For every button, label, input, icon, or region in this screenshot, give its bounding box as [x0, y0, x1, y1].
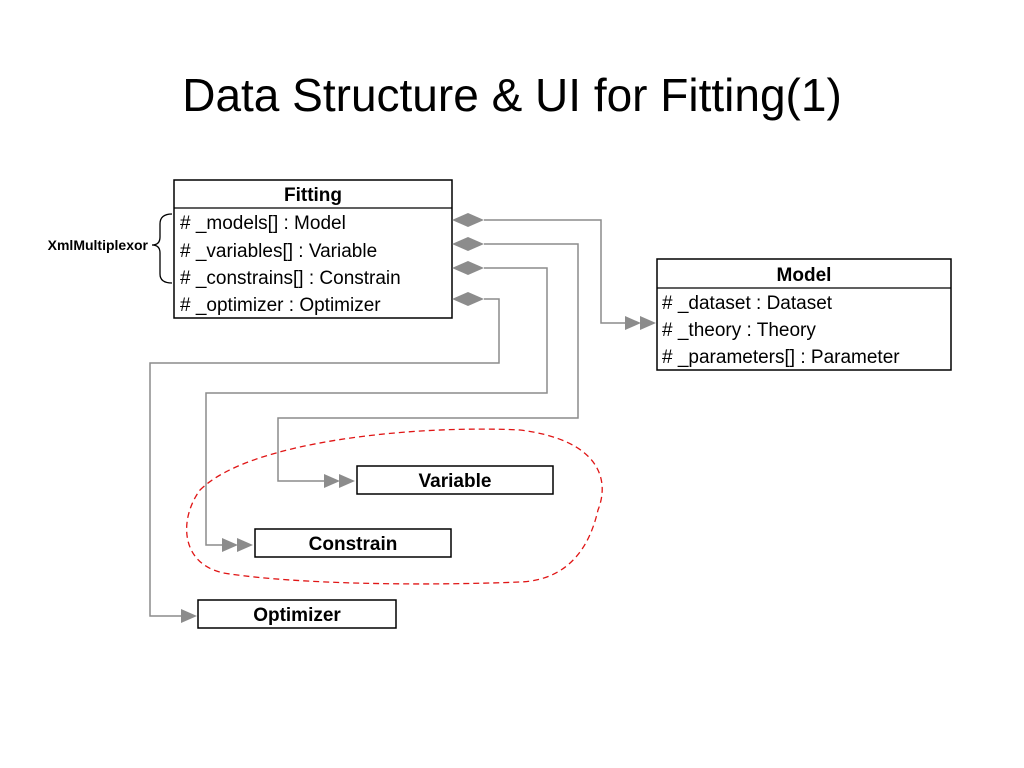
model-attr-dataset: # _dataset : Dataset: [662, 293, 833, 314]
variable-class-name: Variable: [419, 471, 492, 492]
fitting-class-name: Fitting: [284, 185, 342, 206]
optimizer-class-name: Optimizer: [253, 605, 341, 626]
variable-class-box: Variable: [356, 465, 554, 495]
constrain-double-arrow-icon: [222, 538, 253, 552]
variable-double-arrow-icon: [324, 474, 355, 488]
xml-multiplexor-label: XmlMultiplexor: [48, 237, 149, 253]
fitting-attr-variables: # _variables[] : Variable: [180, 241, 377, 262]
fitting-attr-models: # _models[] : Model: [180, 213, 346, 234]
optimizer-diamond-icon: [452, 292, 484, 306]
optimizer-arrow-icon: [181, 609, 197, 623]
model-class-name: Model: [777, 265, 832, 286]
constrain-class-name: Constrain: [309, 534, 398, 555]
brace-icon: [151, 213, 173, 284]
constrains-diamond-icon: [452, 261, 484, 275]
fitting-attr-optimizer: # _optimizer : Optimizer: [180, 295, 381, 316]
page-title: Data Structure & UI for Fitting(1): [182, 69, 842, 121]
optimizer-class-box: Optimizer: [197, 599, 397, 629]
highlight-dashed-outline: [186, 428, 603, 585]
variables-diamond-icon: [452, 237, 484, 251]
model-attr-parameters: # _parameters[] : Parameter: [662, 347, 900, 368]
variables-connector: [277, 243, 579, 482]
optimizer-connector: [149, 298, 500, 617]
models-connector: [484, 219, 625, 324]
constrains-connector: [205, 267, 548, 546]
fitting-attr-constrains: # _constrains[] : Constrain: [180, 268, 401, 289]
fitting-class-box: Fitting # _models[] : Model # _variables…: [173, 179, 453, 319]
models-diamond-icon: [452, 213, 484, 227]
constrain-class-box: Constrain: [254, 528, 452, 558]
model-attr-theory: # _theory : Theory: [662, 320, 816, 341]
model-class-box: Model # _dataset : Dataset # _theory : T…: [656, 258, 952, 371]
model-double-arrow-icon: [625, 316, 656, 330]
